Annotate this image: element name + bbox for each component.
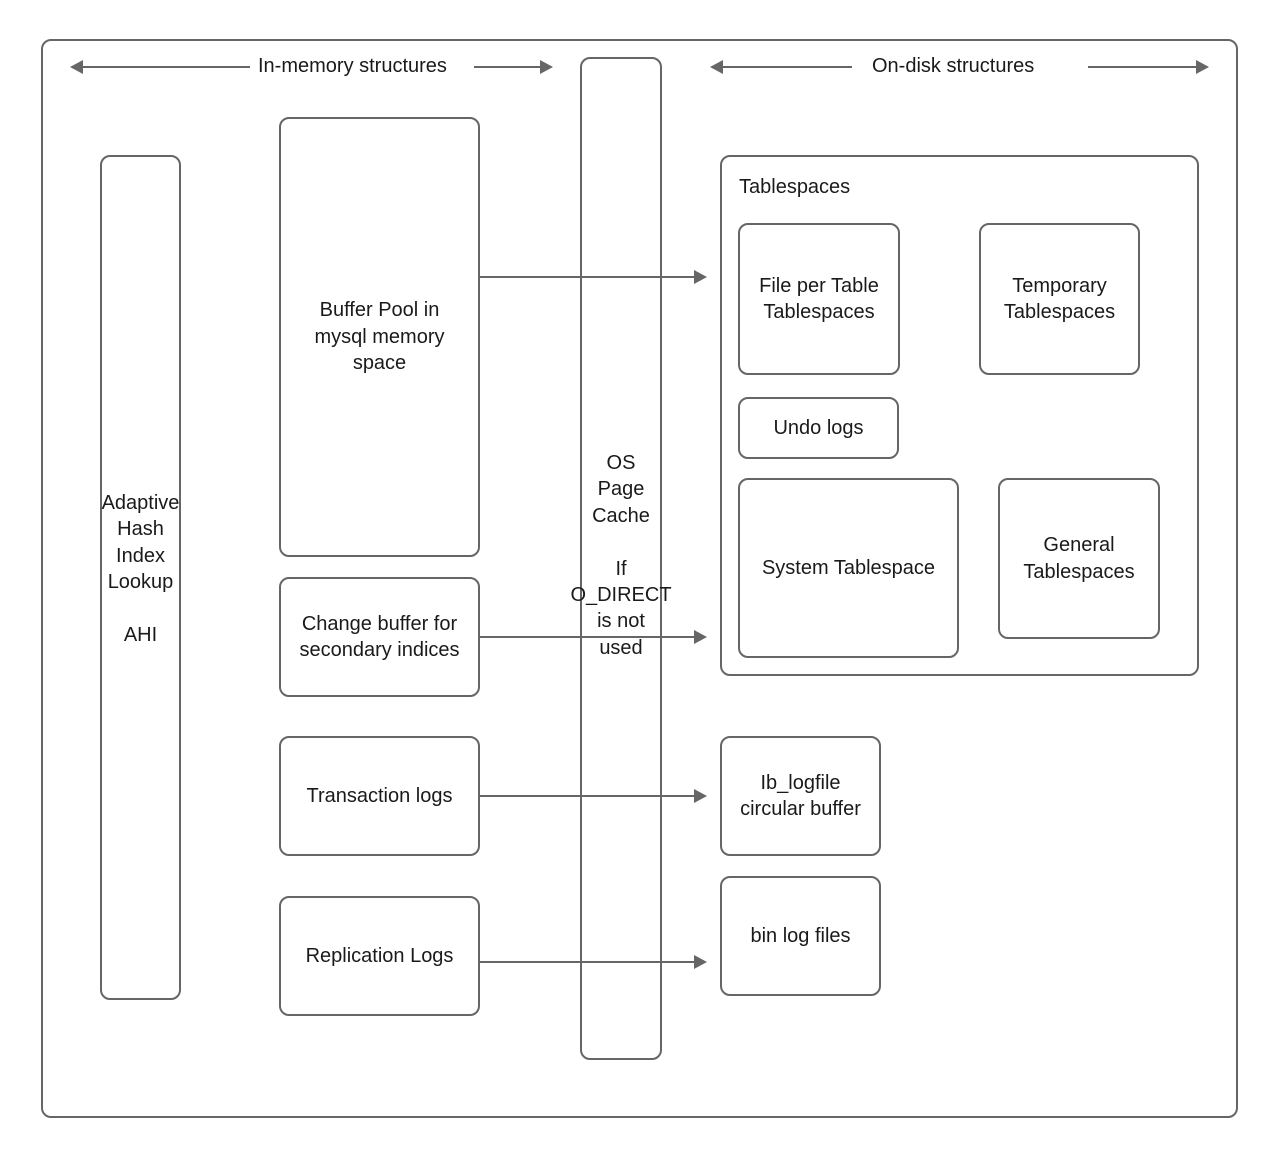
connector-buffer-pool-arrow-head	[694, 270, 707, 284]
band-label-in-memory: In-memory structures	[258, 55, 447, 77]
connector-change-buffer-to-tablespaces	[480, 636, 696, 638]
on-disk-arrow-head-right	[1196, 60, 1209, 74]
on-disk-arrow-head-left	[710, 60, 723, 74]
connector-replication-logs-arrow-head	[694, 955, 707, 969]
transaction-logs-box[interactable]: Transaction logs	[279, 736, 480, 856]
connector-transaction-logs-arrow-head	[694, 789, 707, 803]
system-tablespace-box[interactable]: System Tablespace	[738, 478, 959, 658]
change-buffer-box[interactable]: Change buffer for secondary indices	[279, 577, 480, 697]
buffer-pool-box[interactable]: Buffer Pool in mysql memory space	[279, 117, 480, 557]
in-memory-arrow-head-right	[540, 60, 553, 74]
connector-change-buffer-arrow-head	[694, 630, 707, 644]
connector-buffer-pool-to-file-per-table	[480, 276, 696, 278]
replication-logs-box[interactable]: Replication Logs	[279, 896, 480, 1016]
ib-logfile-box[interactable]: Ib_logfile circular buffer	[720, 736, 881, 856]
general-tablespaces-box[interactable]: General Tablespaces	[998, 478, 1160, 639]
tablespaces-container-label: Tablespaces	[739, 176, 851, 198]
file-per-table-tablespaces-box[interactable]: File per Table Tablespaces	[738, 223, 900, 375]
in-memory-arrow-line-right	[474, 66, 542, 68]
connector-transaction-logs-to-ib-logfile	[480, 795, 696, 797]
bin-log-files-box[interactable]: bin log files	[720, 876, 881, 996]
band-label-on-disk: On-disk structures	[872, 55, 1035, 77]
adaptive-hash-index-box[interactable]	[100, 155, 181, 1000]
diagram-outer-frame	[41, 39, 1238, 1118]
on-disk-arrow-line-left	[722, 66, 852, 68]
connector-replication-logs-to-bin-log-files	[480, 961, 696, 963]
temporary-tablespaces-box[interactable]: Temporary Tablespaces	[979, 223, 1140, 375]
in-memory-arrow-head-left	[70, 60, 83, 74]
on-disk-arrow-line-right	[1088, 66, 1200, 68]
os-page-cache-box[interactable]	[580, 57, 662, 1060]
in-memory-arrow-line-left	[82, 66, 250, 68]
undo-logs-box[interactable]: Undo logs	[738, 397, 899, 459]
